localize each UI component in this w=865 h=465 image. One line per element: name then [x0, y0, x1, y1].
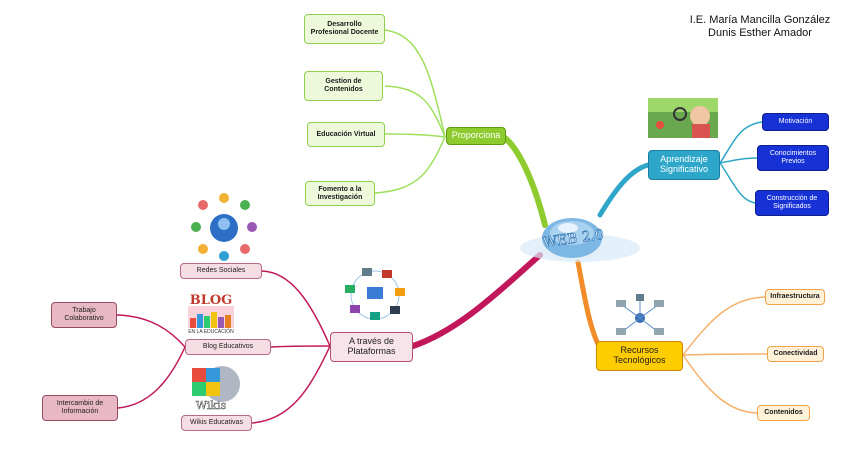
connector-redes [261, 270, 331, 347]
node-fomento-investigacion[interactable]: Fomento a la Investigación [305, 181, 375, 206]
node-conocimientos-previos[interactable]: Conocimientos Previos [757, 145, 829, 171]
connector-recursos [575, 259, 603, 351]
node-gestion-contenidos[interactable]: Gestion de Contenidos [304, 71, 383, 101]
node-a-traves-plataformas[interactable]: A través de Plataformas [330, 332, 413, 362]
author-line-2: Dunis Esther Amador [708, 27, 812, 40]
platforms-cluster-icon [345, 268, 405, 320]
node-infraestructura[interactable]: Infraestructura [765, 289, 825, 305]
node-redes-sociales[interactable]: Redes Sociales [180, 263, 262, 279]
node-motivacion[interactable]: Motivación [762, 113, 829, 131]
connector-contenidos [682, 354, 758, 414]
node-conectividad[interactable]: Conectividad [767, 346, 824, 362]
authors-block: I.E. María Mancilla González Dunis Esthe… [660, 14, 860, 40]
connector-infraestructura [682, 296, 766, 356]
connector-gestion [384, 85, 446, 138]
connector-plataformas [410, 252, 543, 349]
network-devices-icon [616, 294, 664, 335]
author-line-1: I.E. María Mancilla González [689, 14, 831, 26]
social-network-icon [191, 193, 257, 261]
blog-education-image [188, 306, 234, 328]
connector-aprendizaje [597, 162, 651, 218]
web20-globe-icon [520, 218, 640, 262]
connector-fomento [374, 136, 446, 194]
node-aprendizaje-significativo[interactable]: Aprendizaje Significativo [648, 150, 720, 180]
blog-logo-text: BLOG [190, 293, 233, 308]
child-magnifier-photo [648, 98, 718, 138]
connector-construccion [719, 162, 756, 204]
node-trabajo-colaborativo[interactable]: Trabajo Colaborativo [51, 302, 117, 328]
node-construccion-significados[interactable]: Construcción de Significados [755, 190, 829, 216]
connector-wikis [251, 345, 331, 424]
connector-conocimientos [719, 157, 758, 164]
connector-desarrollo [384, 29, 446, 138]
connector-educacion [384, 133, 446, 138]
node-wikis-educativas[interactable]: Wikis Educativas [181, 415, 252, 431]
node-proporciona[interactable]: Proporciona [446, 127, 506, 145]
node-educacion-virtual[interactable]: Educación Virtual [307, 122, 385, 147]
wikis-puzzle-image [192, 366, 240, 402]
node-intercambio-informacion[interactable]: Intercambio de Información [42, 395, 118, 421]
node-contenidos[interactable]: Contenidos [757, 405, 810, 421]
node-blog-educativos[interactable]: Blog Educativos [185, 339, 271, 355]
connector-motivacion [719, 121, 763, 164]
connector-trabajo [116, 314, 186, 348]
connector-conectividad [682, 353, 768, 356]
connector-blog [270, 345, 331, 348]
connector-proporciona [502, 135, 548, 228]
node-recursos-tecnologicos[interactable]: Recursos Tecnológicos [596, 341, 683, 371]
wikis-image-text: Wikis [196, 399, 227, 412]
node-desarrollo-profesional[interactable]: Desarrollo Profesional Docente [304, 14, 385, 44]
blog-sub-text: EN LA EDUCACIÓN [188, 328, 234, 335]
connector-intercambio [117, 346, 186, 409]
